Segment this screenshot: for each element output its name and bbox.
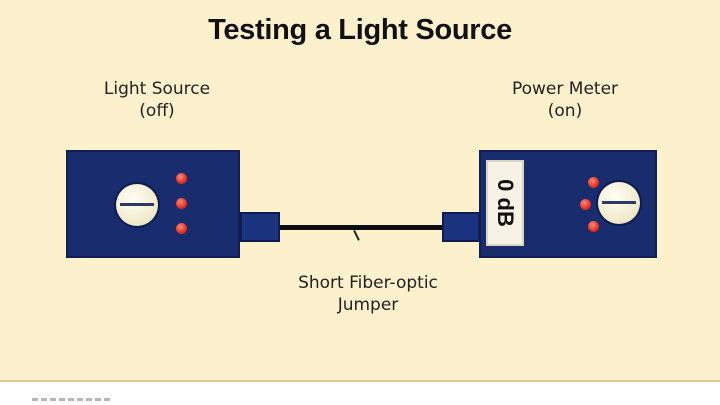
light-source-name: Light Source xyxy=(103,79,211,99)
power-meter-led-icon xyxy=(588,221,599,232)
knob-slot xyxy=(120,203,154,206)
light-source-connector xyxy=(240,212,280,242)
light-source-label: Light Source (off) xyxy=(82,78,232,122)
light-source-led-icon xyxy=(176,223,187,234)
knob-slot xyxy=(602,201,636,204)
diagram-panel: Testing a Light Source Light Source (off… xyxy=(0,0,720,382)
power-meter-display: 0 dB xyxy=(486,160,524,246)
light-source-knob-icon xyxy=(116,184,158,226)
credit-mark xyxy=(32,398,110,401)
light-source-state: (off) xyxy=(139,101,175,121)
power-meter-led-icon xyxy=(580,199,591,210)
power-meter-reading: 0 dB xyxy=(493,179,518,227)
power-meter-knob-icon xyxy=(598,182,640,224)
fiber-jumper-cable xyxy=(280,225,442,230)
jumper-label: Short Fiber-optic Jumper xyxy=(278,272,458,316)
power-meter-led-icon xyxy=(588,177,599,188)
power-meter-name: Power Meter xyxy=(511,79,619,99)
diagram-title: Testing a Light Source xyxy=(208,14,512,46)
light-source-led-icon xyxy=(176,198,187,209)
power-meter-label: Power Meter (on) xyxy=(490,78,640,122)
jumper-label-line2: Jumper xyxy=(337,295,399,315)
light-source-led-icon xyxy=(176,173,187,184)
jumper-leader-line xyxy=(353,230,360,241)
jumper-label-line1: Short Fiber-optic xyxy=(298,273,438,293)
power-meter-state: (on) xyxy=(547,101,583,121)
power-meter-connector xyxy=(442,212,480,242)
